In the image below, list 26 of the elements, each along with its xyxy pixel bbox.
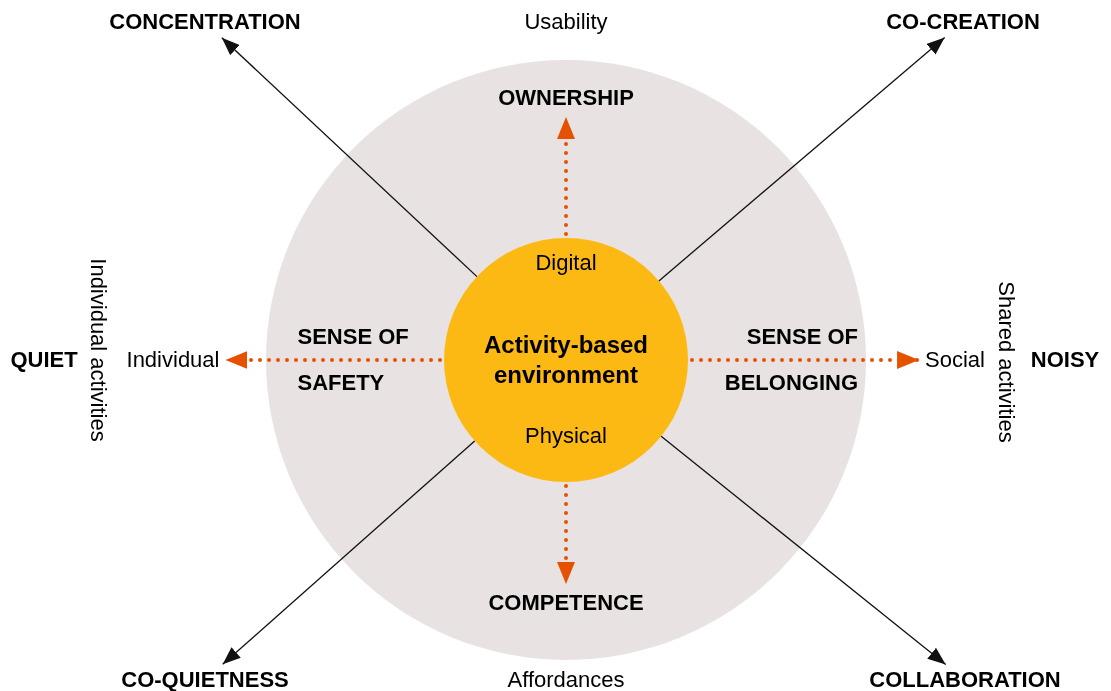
arrow <box>222 440 476 665</box>
aspect-label: OWNERSHIP <box>498 85 634 111</box>
axis-title: Usability <box>524 9 608 35</box>
axis-title: Shared activities <box>993 281 1019 443</box>
dotted-arrow <box>557 484 575 586</box>
layer-label: Physical <box>525 423 607 449</box>
arrow <box>221 37 478 278</box>
axis-end-label: CONCENTRATION <box>109 9 301 35</box>
axis-end-label: NOISY <box>1030 347 1100 373</box>
aspect-label: COMPETENCE <box>488 590 644 616</box>
axis-end-label: CO-QUIETNESS <box>121 667 289 691</box>
layer-label: Digital <box>535 250 597 276</box>
dimension-label: SENSE OF BELONGING <box>723 323 858 397</box>
arrow <box>658 36 946 282</box>
axis-end-label: Social <box>925 347 985 373</box>
axis-title: Individual activities <box>85 258 111 442</box>
arrow <box>660 435 947 666</box>
axis-end-label: Individual <box>126 347 220 373</box>
axis-end-label: CO-CREATION <box>886 9 1040 35</box>
axis-title: Affordances <box>507 667 625 691</box>
dotted-arrow <box>557 115 575 236</box>
dimension-label: SENSE OF SAFETY <box>297 323 410 397</box>
dotted-arrow <box>690 351 922 369</box>
center-title: Activity-based environment <box>482 330 650 390</box>
axis-end-label: COLLABORATION <box>869 667 1061 691</box>
axis-end-label: QUIET <box>10 347 78 373</box>
